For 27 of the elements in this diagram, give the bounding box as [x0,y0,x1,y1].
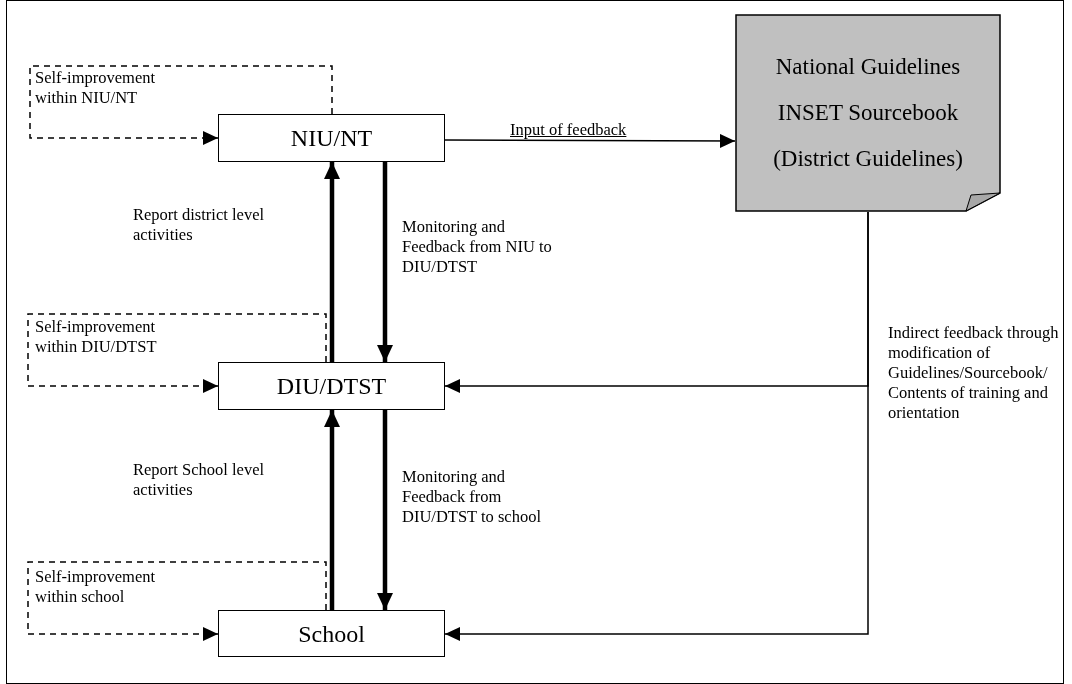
document-text: INSET Sourcebook [777,99,959,127]
edge-label: Indirect feedback through modification of Guidelines/Sourcebook/ Contents of training and orientation [888,323,1060,423]
box-label: DIU/DTST [276,372,387,400]
process-box [218,362,445,410]
arrow [444,133,736,148]
document-text: National Guidelines [775,53,961,81]
dashed-loop-arrow [27,561,327,641]
process-box [218,610,445,657]
dashed-loop-arrow [29,65,333,145]
dashed-loop-arrow [27,313,327,393]
arrow [377,162,393,362]
edge-label: Monitoring and Feedback from NIU to DIU/DTST [402,217,552,277]
box-label: School [298,619,365,648]
box-label: NIU/NT [290,124,373,152]
edge-label: Report district level activities [133,205,266,245]
edge-label: Monitoring and Feedback from DIU/DTST to school [402,467,543,527]
arrow [444,211,869,641]
edge-label: Self-improvement within school [35,567,157,607]
arrow [324,410,340,610]
edge-label: Input of feedback [510,120,628,140]
process-box [218,114,445,162]
edge-label: Report School level activities [133,460,266,500]
edge-label: Self-improvement within NIU/NT [35,68,157,108]
edge-label: Self-improvement within DIU/DTST [35,317,158,357]
arrow [377,410,393,610]
arrow [324,162,340,362]
document-text: (District Guidelines) [773,145,963,173]
